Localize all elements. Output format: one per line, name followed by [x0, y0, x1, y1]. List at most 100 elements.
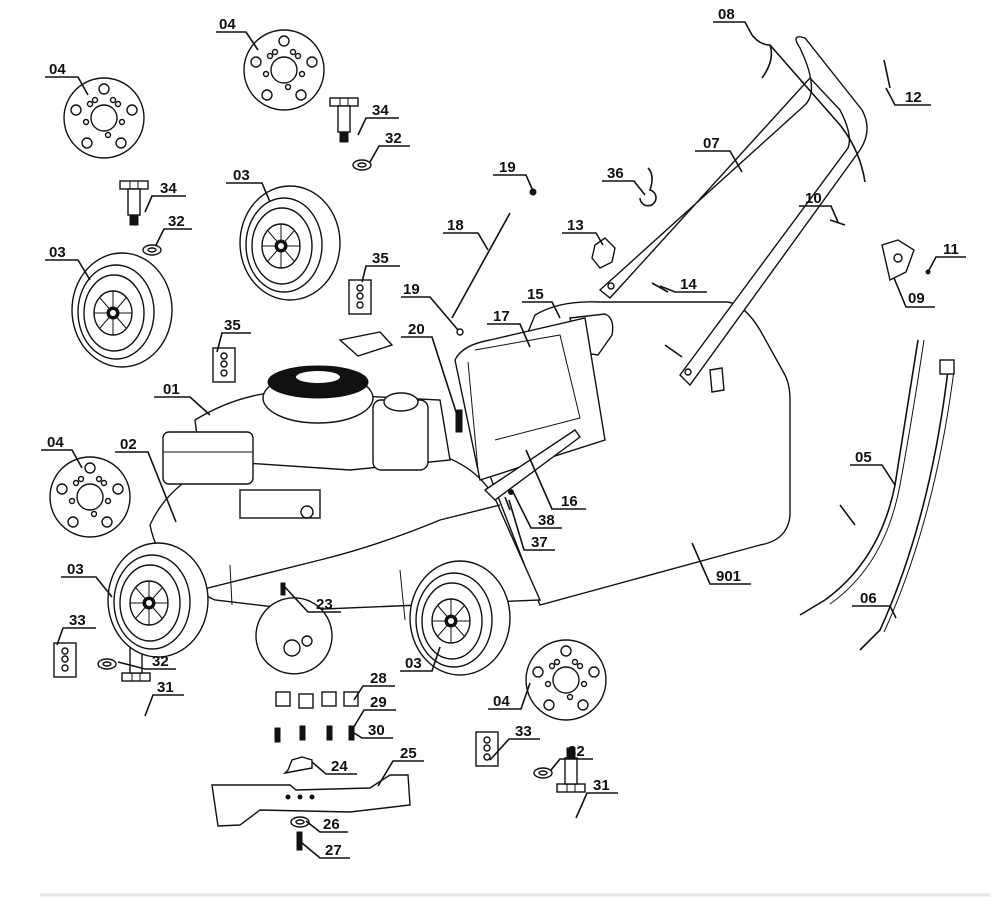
wheel-03-upper [239, 185, 341, 301]
wheel-03-left [71, 252, 173, 368]
svg-text:29: 29 [370, 694, 387, 711]
label-18: 18 [443, 217, 489, 251]
hub-cap-04-mid-left [49, 456, 131, 538]
svg-text:16: 16 [561, 493, 578, 510]
label-26: 26 [305, 816, 348, 833]
part-12 [883, 59, 891, 89]
bolt-14-lower [664, 344, 683, 358]
bolt-14 [651, 282, 669, 293]
label-04-bottom: 04 [488, 682, 531, 710]
svg-text:38: 38 [538, 512, 555, 529]
svg-text:04: 04 [47, 434, 64, 451]
label-15: 15 [522, 286, 561, 319]
label-35-left: 35 [216, 317, 251, 353]
engine-01 [162, 331, 451, 519]
svg-text:34: 34 [160, 180, 177, 197]
svg-text:24: 24 [331, 758, 348, 775]
label-14: 14 [659, 276, 707, 293]
label-34-upper: 34 [357, 102, 399, 136]
label-901: 901 [691, 542, 751, 585]
svg-text:08: 08 [718, 6, 735, 23]
svg-text:31: 31 [157, 679, 174, 696]
hub-cap-04-bottom [525, 639, 607, 721]
svg-text:36: 36 [607, 165, 624, 182]
svg-text:10: 10 [805, 190, 822, 207]
label-04-left: 04 [45, 61, 89, 96]
clip-19-top [529, 188, 537, 196]
label-03-upper: 03 [226, 167, 271, 203]
label-01: 01 [154, 381, 211, 416]
svg-text:04: 04 [493, 693, 510, 710]
svg-text:32: 32 [568, 743, 585, 760]
wheel-03-rear [409, 560, 511, 676]
label-11: 11 [927, 241, 966, 273]
svg-text:04: 04 [219, 16, 236, 33]
rod-18 [451, 212, 511, 319]
label-37: 37 [508, 499, 555, 551]
svg-text:12: 12 [905, 89, 922, 106]
washer-32-lower-right [533, 767, 553, 779]
svg-text:30: 30 [368, 722, 385, 739]
label-19-bottom: 19 [401, 281, 459, 331]
label-13: 13 [562, 217, 604, 246]
label-16: 16 [525, 449, 586, 510]
bolt-27 [296, 831, 303, 851]
svg-text:23: 23 [316, 596, 333, 613]
svg-text:33: 33 [69, 612, 86, 629]
label-28: 28 [353, 670, 395, 701]
bail-08 [751, 34, 866, 183]
spacers-28 [275, 691, 359, 709]
hub-cap-04-top [243, 29, 325, 111]
label-02: 02 [115, 436, 177, 523]
label-05: 05 [850, 449, 896, 486]
svg-text:28: 28 [370, 670, 387, 687]
svg-text:901: 901 [716, 568, 741, 585]
svg-text:35: 35 [224, 317, 241, 334]
svg-text:19: 19 [403, 281, 420, 298]
lever-09 [881, 239, 915, 282]
clip-19-bottom [456, 328, 464, 336]
label-06: 06 [852, 590, 897, 619]
knob-13-lower [709, 367, 725, 393]
svg-text:26: 26 [323, 816, 340, 833]
svg-text:32: 32 [152, 653, 169, 670]
label-17: 17 [487, 308, 531, 348]
label-29: 29 [351, 694, 396, 731]
label-34-left: 34 [144, 180, 186, 213]
svg-text:03: 03 [233, 167, 250, 184]
svg-text:27: 27 [325, 842, 342, 859]
label-33-right: 33 [489, 723, 540, 761]
svg-text:20: 20 [408, 321, 425, 338]
label-03-rear: 03 [400, 646, 441, 672]
svg-text:37: 37 [531, 534, 548, 551]
label-19-top: 19 [493, 159, 534, 192]
label-36: 36 [602, 165, 646, 196]
svg-text:03: 03 [67, 561, 84, 578]
cable-05 [799, 339, 919, 616]
label-03-front: 03 [61, 561, 113, 598]
svg-text:02: 02 [120, 436, 137, 453]
plate-35-left [212, 347, 236, 383]
label-27: 27 [301, 842, 350, 859]
svg-text:33: 33 [515, 723, 532, 740]
svg-text:18: 18 [447, 217, 464, 234]
svg-text:31: 31 [593, 777, 610, 794]
knob-13 [591, 237, 616, 269]
svg-text:05: 05 [855, 449, 872, 466]
svg-text:11: 11 [943, 241, 959, 258]
label-32-upper: 32 [369, 130, 410, 163]
axle-bolt-34-left [119, 180, 149, 226]
label-38: 38 [512, 491, 562, 529]
washer-32-lower-left [97, 658, 117, 670]
label-32-lower-right: 32 [550, 743, 593, 771]
label-09: 09 [893, 277, 935, 308]
svg-text:17: 17 [493, 308, 510, 325]
plate-33-left [53, 642, 77, 678]
label-25: 25 [377, 745, 424, 787]
upper-handle-07 [598, 36, 868, 387]
label-04-top: 04 [216, 16, 259, 51]
svg-text:07: 07 [703, 135, 720, 152]
label-03-left: 03 [45, 244, 91, 281]
axle-bolt-34-upper [329, 97, 359, 143]
